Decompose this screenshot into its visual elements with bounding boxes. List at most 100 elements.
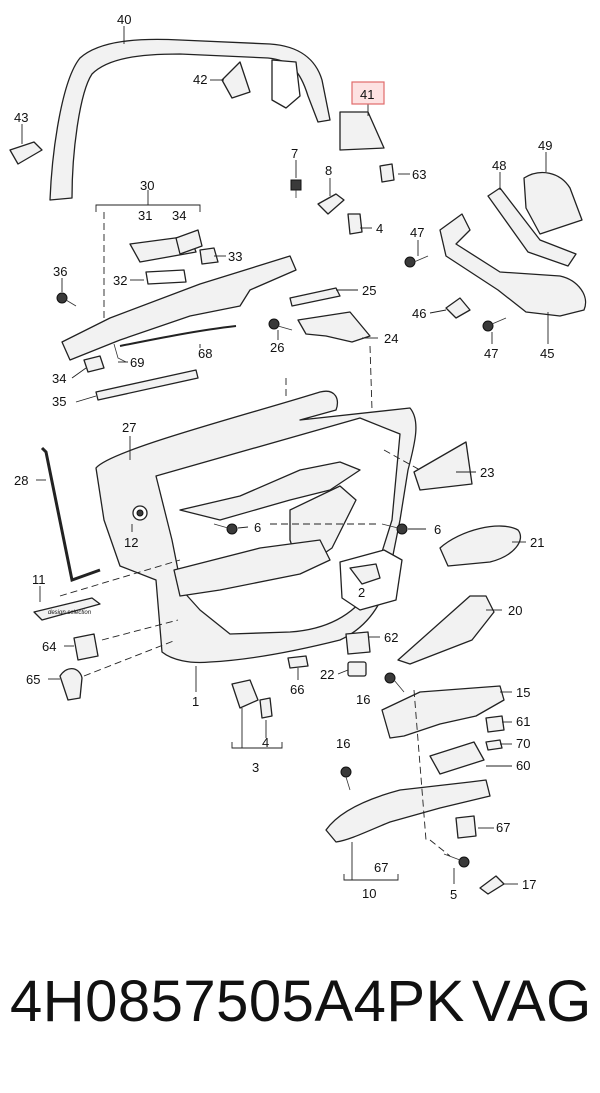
callout-62: 62 [384, 630, 398, 645]
callout-43: 43 [14, 110, 28, 125]
callout-36: 36 [53, 264, 67, 279]
callout-17: 17 [522, 877, 536, 892]
bracket-8 [317, 193, 345, 215]
switch-64 [73, 633, 99, 661]
switch-34 [83, 355, 105, 373]
clip-63 [379, 163, 395, 183]
trim-clip-43 [9, 141, 43, 165]
callout-67-left: 67 [374, 860, 388, 875]
cap-22 [347, 661, 367, 677]
callout-41-highlight [351, 81, 385, 105]
cable-68 [119, 325, 237, 347]
callout-16-top: 16 [356, 692, 370, 707]
upper-trim-panel [61, 255, 297, 361]
callout-47-bottom: 47 [484, 346, 498, 361]
callout-20: 20 [508, 603, 522, 618]
cap-46 [445, 297, 471, 319]
callout-63: 63 [412, 167, 426, 182]
cap-70 [485, 739, 503, 751]
pull-handle-45 [439, 213, 587, 317]
assembly-dashed-lines [59, 212, 451, 857]
callout-5: 5 [450, 887, 457, 902]
leader-lines [21, 26, 549, 885]
callout-42: 42 [193, 72, 207, 87]
inner-handle-2 [349, 563, 381, 585]
callout-31: 31 [138, 208, 152, 223]
switch-trim-32 [145, 269, 187, 285]
callout-4-top: 4 [376, 221, 383, 236]
callout-60: 60 [516, 758, 530, 773]
armrest-10 [325, 779, 491, 843]
callout-35: 35 [52, 394, 66, 409]
window-frame-trim [49, 38, 331, 201]
mirror-triangle-cover [221, 61, 251, 99]
screw-47-lower [482, 317, 507, 332]
handle-cover-49 [523, 171, 583, 235]
window-switch-60 [429, 741, 485, 775]
plug-12 [132, 505, 148, 521]
callout-34-top: 34 [172, 208, 186, 223]
clip-17 [479, 875, 505, 895]
screw-6-right [381, 523, 408, 535]
bracket-24 [297, 311, 371, 343]
callout-7: 7 [291, 146, 298, 161]
callout-26: 26 [270, 340, 284, 355]
callout-45: 45 [540, 346, 554, 361]
callout-3: 3 [252, 760, 259, 775]
clip-33 [199, 247, 219, 265]
part-69 [113, 343, 127, 363]
callout-21: 21 [530, 535, 544, 550]
speaker-cover-23 [413, 441, 473, 491]
clip-4-upper [347, 213, 363, 235]
callout-46: 46 [412, 306, 426, 321]
screw-47-upper [404, 255, 429, 268]
callout-16-bottom: 16 [336, 736, 350, 751]
callout-33: 33 [228, 249, 242, 264]
cap-65 [59, 668, 83, 701]
callout-48: 48 [492, 158, 506, 173]
screw-6-left [213, 523, 238, 535]
cover-20 [397, 595, 495, 665]
decor-insert-34 [175, 229, 203, 255]
callout-labels: 40 42 41 43 7 8 63 49 48 30 31 34 4 47 3… [14, 12, 554, 902]
strip-35 [95, 369, 199, 401]
trim-ring-21 [439, 525, 522, 567]
clip-25 [289, 287, 341, 307]
screw-26 [268, 318, 293, 331]
triangle-cover-41 [339, 111, 385, 151]
callout-32: 32 [113, 273, 127, 288]
part-number: 4H0857505A4PK [10, 969, 465, 1034]
callout-64: 64 [42, 639, 56, 654]
screw-16-lower [340, 766, 352, 791]
screw-5 [443, 853, 470, 868]
callout-11: 11 [32, 572, 46, 587]
switch-61 [485, 715, 505, 733]
callout-49: 49 [538, 138, 552, 153]
armrest-trim-15 [381, 685, 505, 739]
callout-65: 65 [26, 672, 40, 687]
brand-label: VAG [472, 969, 592, 1034]
callout-4-bottom: 4 [262, 735, 269, 750]
screw-36 [56, 292, 77, 307]
callout-30: 30 [140, 178, 154, 193]
callout-69: 69 [130, 355, 144, 370]
callout-12: 12 [124, 535, 138, 550]
exploded-parts-diagram: design selection [9, 12, 587, 902]
callout-22: 22 [320, 667, 334, 682]
callout-15: 15 [516, 685, 530, 700]
door-trim-panel [95, 390, 417, 664]
seal-strip-28 [40, 446, 101, 582]
footer: 4H0857505A4PK VAG [0, 968, 600, 1058]
callout-6-right: 6 [434, 522, 441, 537]
callout-40: 40 [117, 12, 131, 27]
callout-28: 28 [14, 473, 28, 488]
callout-68: 68 [198, 346, 212, 361]
callout-41: 41 [360, 87, 374, 102]
callout-24: 24 [384, 331, 398, 346]
callout-27: 27 [122, 420, 136, 435]
callout-10: 10 [362, 886, 376, 901]
bolt-7 [290, 179, 302, 198]
clip-4-lower [259, 697, 273, 719]
callout-47-top: 47 [410, 225, 424, 240]
callout-1: 1 [192, 694, 199, 709]
